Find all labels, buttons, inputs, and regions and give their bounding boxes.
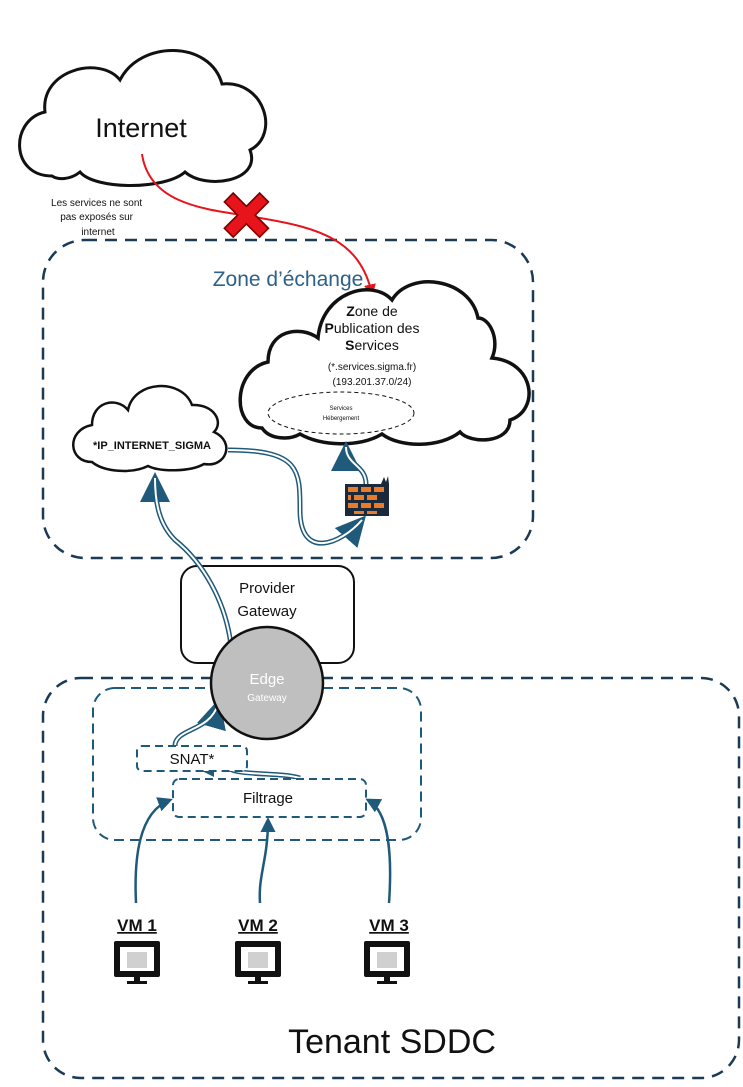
blocked-flow-arrow — [141, 153, 376, 297]
internet-note-line-1: Les services ne sont — [51, 198, 142, 209]
monitor-icon — [235, 941, 281, 984]
internet-note: Les services ne sont pas exposés sur int… — [51, 198, 145, 238]
edge-services-container — [92, 687, 422, 841]
internet-cloud: Internet — [18, 49, 268, 187]
provider-gateway-line-2: Gateway — [237, 603, 297, 620]
snat-label: SNAT* — [170, 751, 215, 768]
internet-label: Internet — [95, 113, 187, 143]
filtrage-label: Filtrage — [243, 790, 293, 807]
zps-domain: (*.services.sigma.fr) — [328, 362, 416, 373]
snat-box: SNAT* — [136, 745, 248, 772]
filtrage-box: Filtrage — [172, 778, 367, 818]
services-line-2: Hébergement — [323, 416, 360, 422]
zps-line-1: Zone de — [346, 303, 398, 319]
tenant-sddc-container — [41, 676, 741, 1080]
zps-line-3: Services — [345, 337, 399, 353]
vm-3-label: VM 3 — [369, 916, 409, 935]
vm-1: VM 1 — [114, 916, 160, 984]
vm-2-label: VM 2 — [238, 916, 278, 935]
zps-network: (193.201.37.0/24) — [333, 377, 412, 388]
vm-arrows — [134, 797, 392, 904]
internet-note-line-3: internet — [81, 227, 115, 238]
firewall-icon — [345, 476, 389, 516]
vm2-arrow — [258, 817, 276, 904]
egress-flows — [140, 441, 369, 781]
edge-label: Edge — [249, 671, 284, 688]
services-line-1: Services — [329, 406, 352, 412]
ip-internet-sigma-cloud: *IP_INTERNET_SIGMA — [72, 384, 228, 473]
services-hebergement: Services Hébergement — [267, 391, 415, 435]
edge-gateway: Edge Gateway — [209, 625, 325, 741]
provider-gateway: Provider Gateway — [180, 565, 355, 664]
monitor-icon — [364, 941, 410, 984]
vm3-arrow — [365, 798, 392, 904]
tenant-sddc-label: Tenant SDDC — [288, 1023, 496, 1061]
zps-line-2: Publication des — [325, 320, 420, 336]
zone-echange-title: Zone d’échange — [213, 268, 364, 291]
vm-1-label: VM 1 — [117, 916, 157, 935]
blocked-x-icon — [223, 191, 270, 239]
edge-sublabel: Gateway — [247, 693, 286, 704]
zone-echange-container — [41, 238, 535, 560]
vm1-arrow — [134, 797, 173, 904]
provider-gateway-line-1: Provider — [239, 580, 295, 597]
monitor-icon — [114, 941, 160, 984]
vm-2: VM 2 — [235, 916, 281, 984]
internet-note-line-2: pas exposés sur — [60, 212, 133, 223]
vm-3: VM 3 — [364, 916, 410, 984]
ip-internet-sigma-label: *IP_INTERNET_SIGMA — [93, 440, 211, 452]
